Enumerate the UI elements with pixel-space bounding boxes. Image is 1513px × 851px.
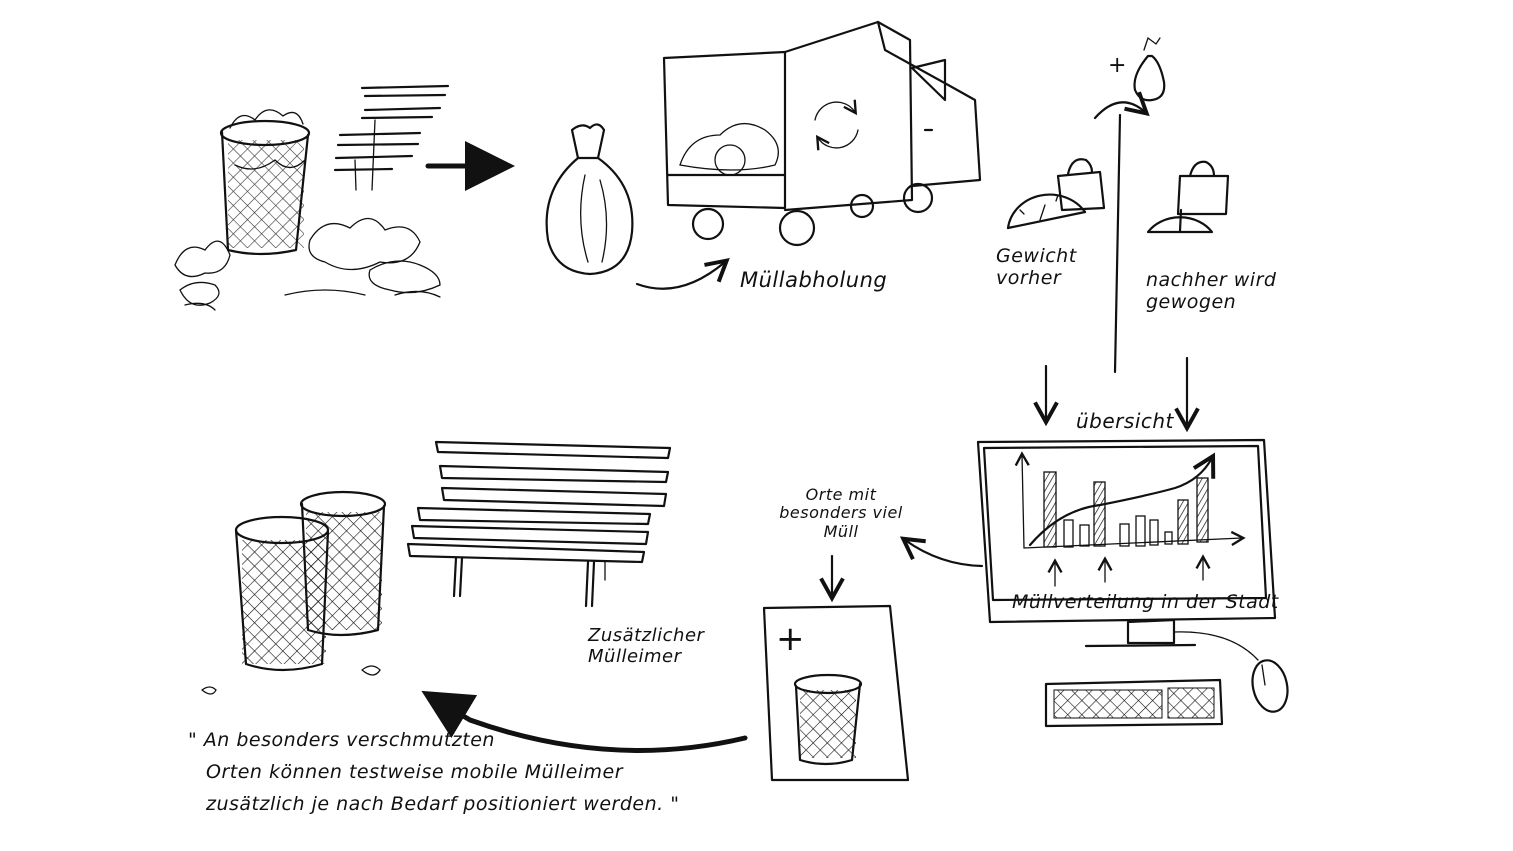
mouse-icon <box>1173 631 1289 713</box>
garbage-truck-icon <box>662 20 982 247</box>
pickup-label: Müllabholung <box>740 268 888 292</box>
quote-line-1: " An besonders verschmutzten <box>188 729 495 751</box>
quote-line-2: Orten können testweise mobile Mülleimer <box>206 761 624 783</box>
weight-before-label: Gewicht vorher <box>996 245 1077 289</box>
plus-sign: + <box>1108 53 1126 78</box>
monitor-icon <box>976 438 1277 648</box>
plus-sign: + <box>776 619 805 659</box>
curved-arrow <box>899 536 984 568</box>
places-label: Orte mit besonders viel Müll <box>779 485 903 541</box>
two-bins-icon <box>201 490 387 695</box>
full-trash-bin-icon <box>174 109 441 311</box>
keyboard-icon <box>1044 678 1224 728</box>
distribution-label: Müllverteilung in der Stadt <box>1012 591 1279 613</box>
weighing-scale-icon: + <box>1006 36 1230 374</box>
garbage-bag-icon <box>545 123 634 276</box>
bench-icon <box>406 440 672 608</box>
paper-stack-icon <box>333 84 450 191</box>
curved-arrow <box>635 257 730 290</box>
extra-bin-card: + <box>762 604 910 782</box>
big-curved-arrow <box>421 690 748 753</box>
quote-line-3: zusätzlich je nach Bedarf positioniert w… <box>206 793 680 815</box>
weighed-after-label: nachher wird gewogen <box>1146 269 1277 313</box>
extra-bin-label: Zusätzlicher Mülleimer <box>588 625 705 667</box>
overview-label: übersicht <box>1076 409 1174 433</box>
